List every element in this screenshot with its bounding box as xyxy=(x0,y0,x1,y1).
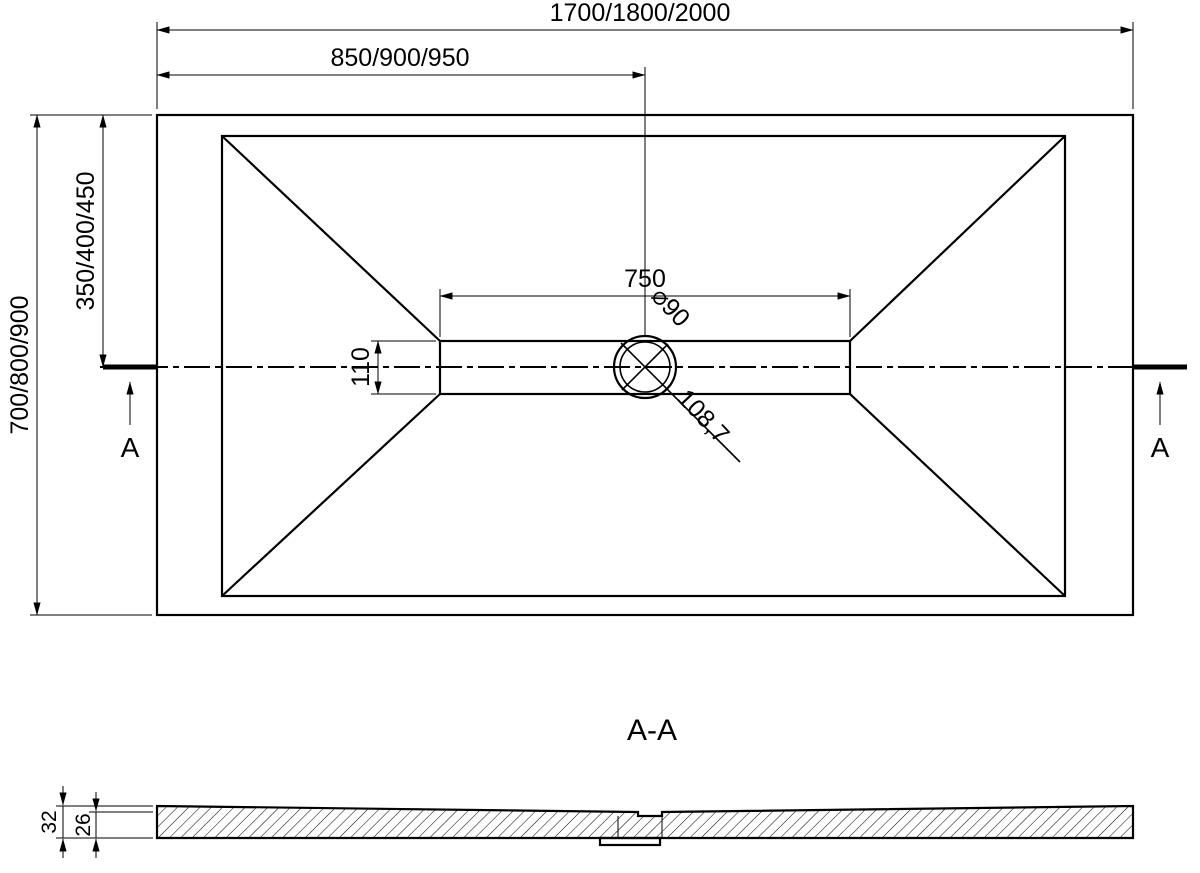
dim-center-depth-label: 350/400/450 xyxy=(72,171,100,310)
drain-cross-line xyxy=(621,343,669,391)
dim-center-width-label: 850/900/950 xyxy=(330,44,469,72)
section-drain-fitting xyxy=(598,836,662,847)
top-view: A A 1700/1800/2000 850/900/950 700/800/9… xyxy=(6,0,1190,617)
section-profile xyxy=(155,804,1135,840)
drain-cross-leader-line xyxy=(620,342,741,463)
section-view: A-A 32 26 xyxy=(38,714,1135,858)
slope-diagonal-bottom-left xyxy=(221,393,441,597)
slope-diagonal-top-left xyxy=(221,135,441,342)
dim-overall-width-label: 1700/1800/2000 xyxy=(550,0,731,27)
dim-channel-width-label: 110 xyxy=(347,347,375,387)
tray-inner-rect xyxy=(220,134,1067,598)
slope-diagonal-bottom-right xyxy=(849,393,1066,597)
section-marker-right-label: A xyxy=(1151,432,1170,463)
slope-diagonal-top-right xyxy=(849,135,1066,342)
section-title: A-A xyxy=(627,714,677,747)
dim-channel-length-label: 750 xyxy=(624,265,666,293)
dim-edge-thickness-label: 32 xyxy=(38,810,61,833)
dim-center-thickness-label: 26 xyxy=(72,813,95,836)
section-marker-left-label: A xyxy=(121,432,140,463)
dim-overall-depth-label: 700/800/900 xyxy=(6,295,34,434)
